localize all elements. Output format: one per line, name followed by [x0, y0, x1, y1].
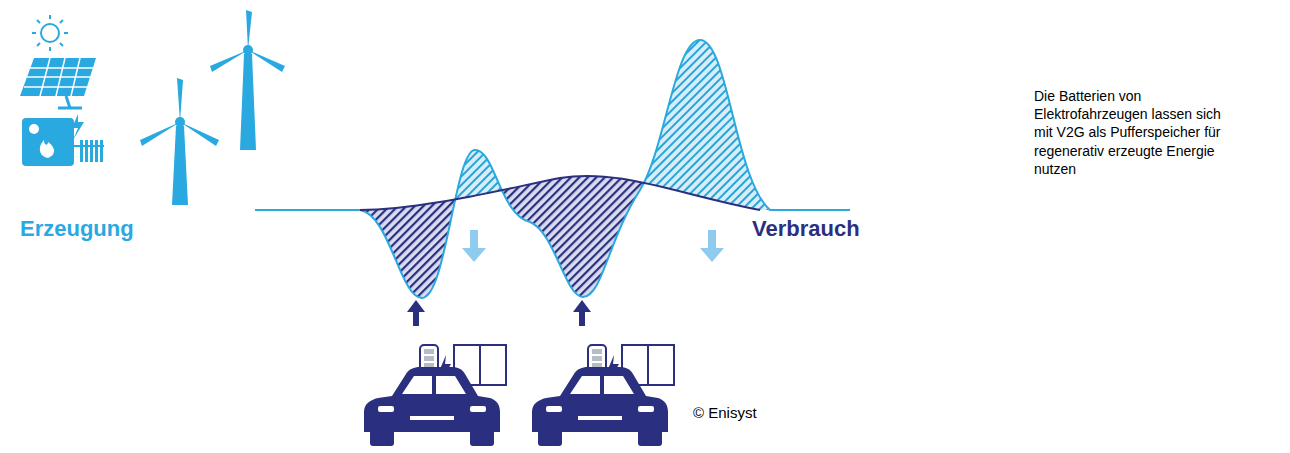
section-label: Erzeugung — [20, 216, 134, 242]
copyright-note: © Enisyst — [693, 404, 757, 421]
caption: Die Batterien von Elektrofahrzeugen lass… — [1034, 87, 1239, 178]
section-label: Verbrauch — [752, 216, 860, 242]
